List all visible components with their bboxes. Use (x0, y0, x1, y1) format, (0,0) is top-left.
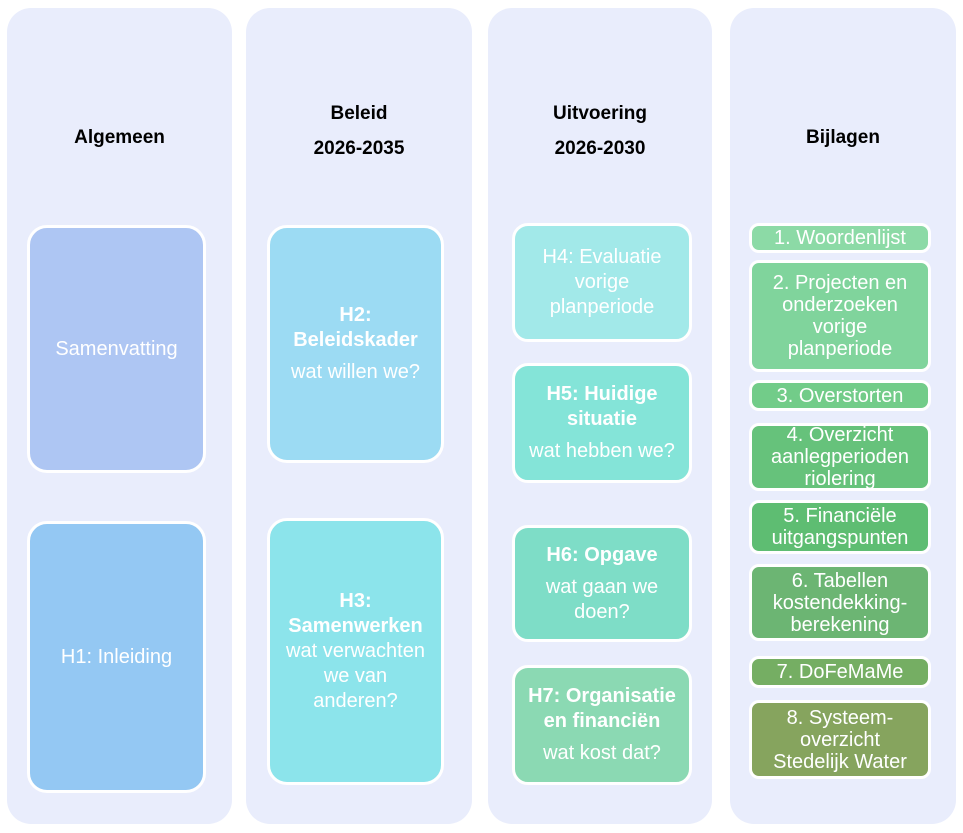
box-h6-question: wat gaan we doen? (545, 575, 659, 623)
box-h2-question: wat willen we? (291, 361, 420, 383)
appendix-label: 2. Projecten en onderzoeken vorige planp… (772, 272, 908, 360)
appendix-2-projecten: 2. Projecten en onderzoeken vorige planp… (749, 260, 931, 372)
box-samenvatting-label: Samenvatting (55, 337, 178, 360)
appendix-4-aanlegperioden: 4. Overzicht aanlegperioden riolering (749, 423, 931, 491)
box-h6-heading: H6: Opgave (546, 543, 658, 566)
box-h7-organisatie-financien: H7: Organisatie en financiën wat kost da… (512, 665, 692, 785)
appendix-label: 3. Overstorten (776, 384, 904, 407)
column-algemeen: Algemeen Samenvatting H1: Inleiding (7, 8, 232, 824)
box-h5-heading: H5: Huidige situatie (546, 383, 658, 430)
box-h4-label: H4: Evaluatie vorige planperiode (542, 246, 662, 318)
box-h6-opgave: H6: Opgave wat gaan we doen? (512, 525, 692, 642)
appendix-label: 6. Tabellen kostendekking- berekening (772, 569, 908, 636)
box-h5-question: wat hebben we? (529, 440, 675, 462)
box-h3-samenwerken: H3: Samenwerken wat verwachten we van an… (267, 518, 444, 785)
column-title-uitvoering: Uitvoering 2026-2030 (553, 103, 647, 159)
appendix-label: 4. Overzicht aanlegperioden riolering (771, 424, 909, 490)
appendix-3-overstorten: 3. Overstorten (749, 380, 931, 411)
appendix-label: 5. Financiële uitgangspunten (771, 505, 909, 549)
column-title-beleid: Beleid 2026-2035 (313, 103, 405, 159)
column-title-algemeen: Algemeen (74, 127, 165, 148)
column-title-bijlagen: Bijlagen (806, 127, 880, 148)
appendix-6-kostendekking: 6. Tabellen kostendekking- berekening (749, 564, 931, 641)
appendix-1-woordenlijst: 1. Woordenlijst (749, 223, 931, 253)
column-beleid: Beleid 2026-2035 H2: Beleidskader wat wi… (246, 8, 472, 824)
box-h1-inleiding: H1: Inleiding (27, 521, 206, 793)
appendix-label: 1. Woordenlijst (774, 227, 906, 249)
appendix-5-financiele-uitgangspunten: 5. Financiële uitgangspunten (749, 500, 931, 554)
box-h7-question: wat kost dat? (543, 742, 661, 764)
box-h3-question: wat verwachten we van anderen? (286, 640, 425, 712)
box-h4-evaluatie: H4: Evaluatie vorige planperiode (512, 223, 692, 342)
appendix-8-systeemoverzicht: 8. Systeem- overzicht Stedelijk Water (749, 700, 931, 779)
box-h1-label: H1: Inleiding (60, 645, 173, 668)
column-uitvoering: Uitvoering 2026-2030 H4: Evaluatie vorig… (488, 8, 712, 824)
appendix-7-dofemame: 7. DoFeMaMe (749, 656, 931, 688)
box-samenvatting: Samenvatting (27, 225, 206, 473)
box-h2-beleidskader: H2: Beleidskader wat willen we? (267, 225, 444, 463)
box-h7-heading: H7: Organisatie en financiën (528, 685, 676, 732)
box-h2-heading: H2: Beleidskader (293, 304, 418, 351)
column-bijlagen: Bijlagen 1. Woordenlijst 2. Projecten en… (730, 8, 956, 824)
box-h5-huidige-situatie: H5: Huidige situatie wat hebben we? (512, 363, 692, 483)
appendix-label: 8. Systeem- overzicht Stedelijk Water (773, 706, 907, 773)
box-h3-heading: H3: Samenwerken (288, 590, 423, 637)
appendix-label: 7. DoFeMaMe (776, 661, 904, 683)
